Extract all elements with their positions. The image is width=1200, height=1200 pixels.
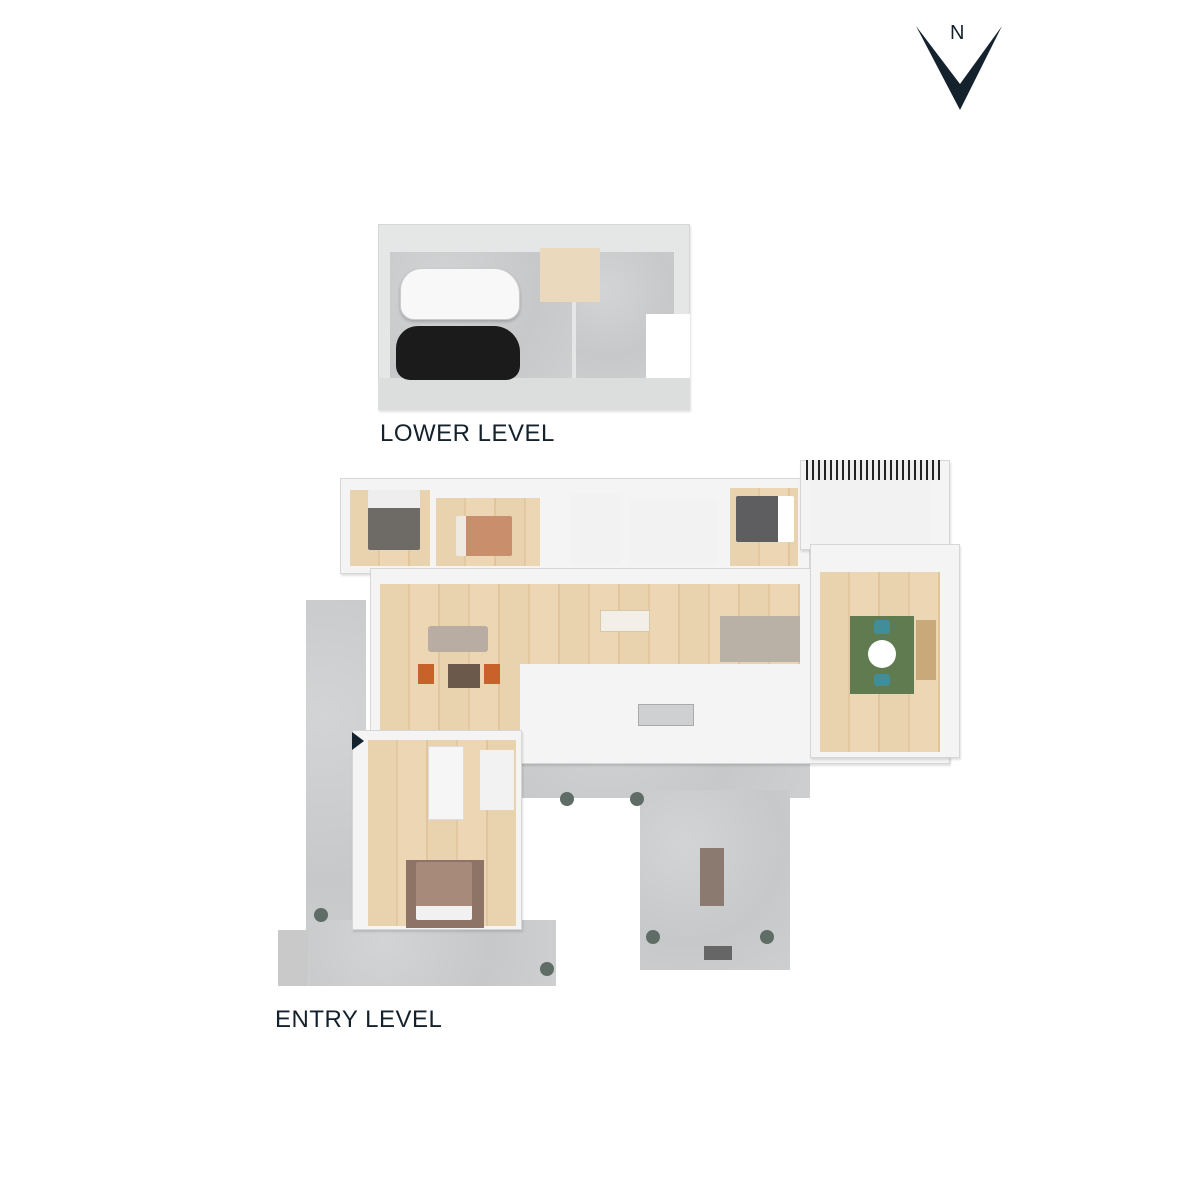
bed-4: [416, 862, 472, 920]
entry-level-label: ENTRY LEVEL: [275, 1006, 443, 1033]
white-car: [400, 268, 520, 320]
outdoor-bench: [704, 946, 732, 960]
north-compass: N: [914, 22, 1006, 114]
compass-letter: N: [950, 22, 965, 44]
dining-table: [600, 610, 650, 632]
laundry-floor: [630, 500, 718, 564]
ensuite-floor: [480, 750, 514, 810]
plant-icon: [314, 908, 328, 922]
bathroom-floor: [570, 494, 620, 564]
sofa: [428, 626, 488, 652]
armchair-left: [418, 664, 434, 684]
master-bed: [736, 496, 794, 542]
lounge-sofa: [916, 620, 936, 680]
armchair-right: [484, 664, 500, 684]
outdoor-dining-table: [700, 848, 724, 906]
plant-icon: [630, 792, 644, 806]
plant-icon: [560, 792, 574, 806]
stairs: [540, 248, 600, 302]
bed-2: [456, 516, 512, 556]
lower-level-plan: [378, 224, 690, 410]
north-balcony: [806, 460, 940, 480]
teal-chair-1: [874, 620, 890, 634]
coffee-table: [448, 664, 480, 688]
outdoor-sofa: [638, 704, 694, 726]
round-table: [868, 640, 896, 668]
plant-icon: [646, 930, 660, 944]
bed-1: [368, 490, 420, 550]
plant-icon: [760, 930, 774, 944]
plant-icon: [540, 962, 554, 976]
entry-arrow-icon: [352, 732, 364, 750]
entry-level-plan: [270, 460, 960, 990]
teal-chair-2: [874, 674, 890, 686]
kitchen-island: [720, 616, 800, 662]
black-car: [396, 326, 520, 380]
lower-level-label: LOWER LEVEL: [380, 420, 555, 447]
compass-arrow-icon: [916, 26, 1002, 110]
